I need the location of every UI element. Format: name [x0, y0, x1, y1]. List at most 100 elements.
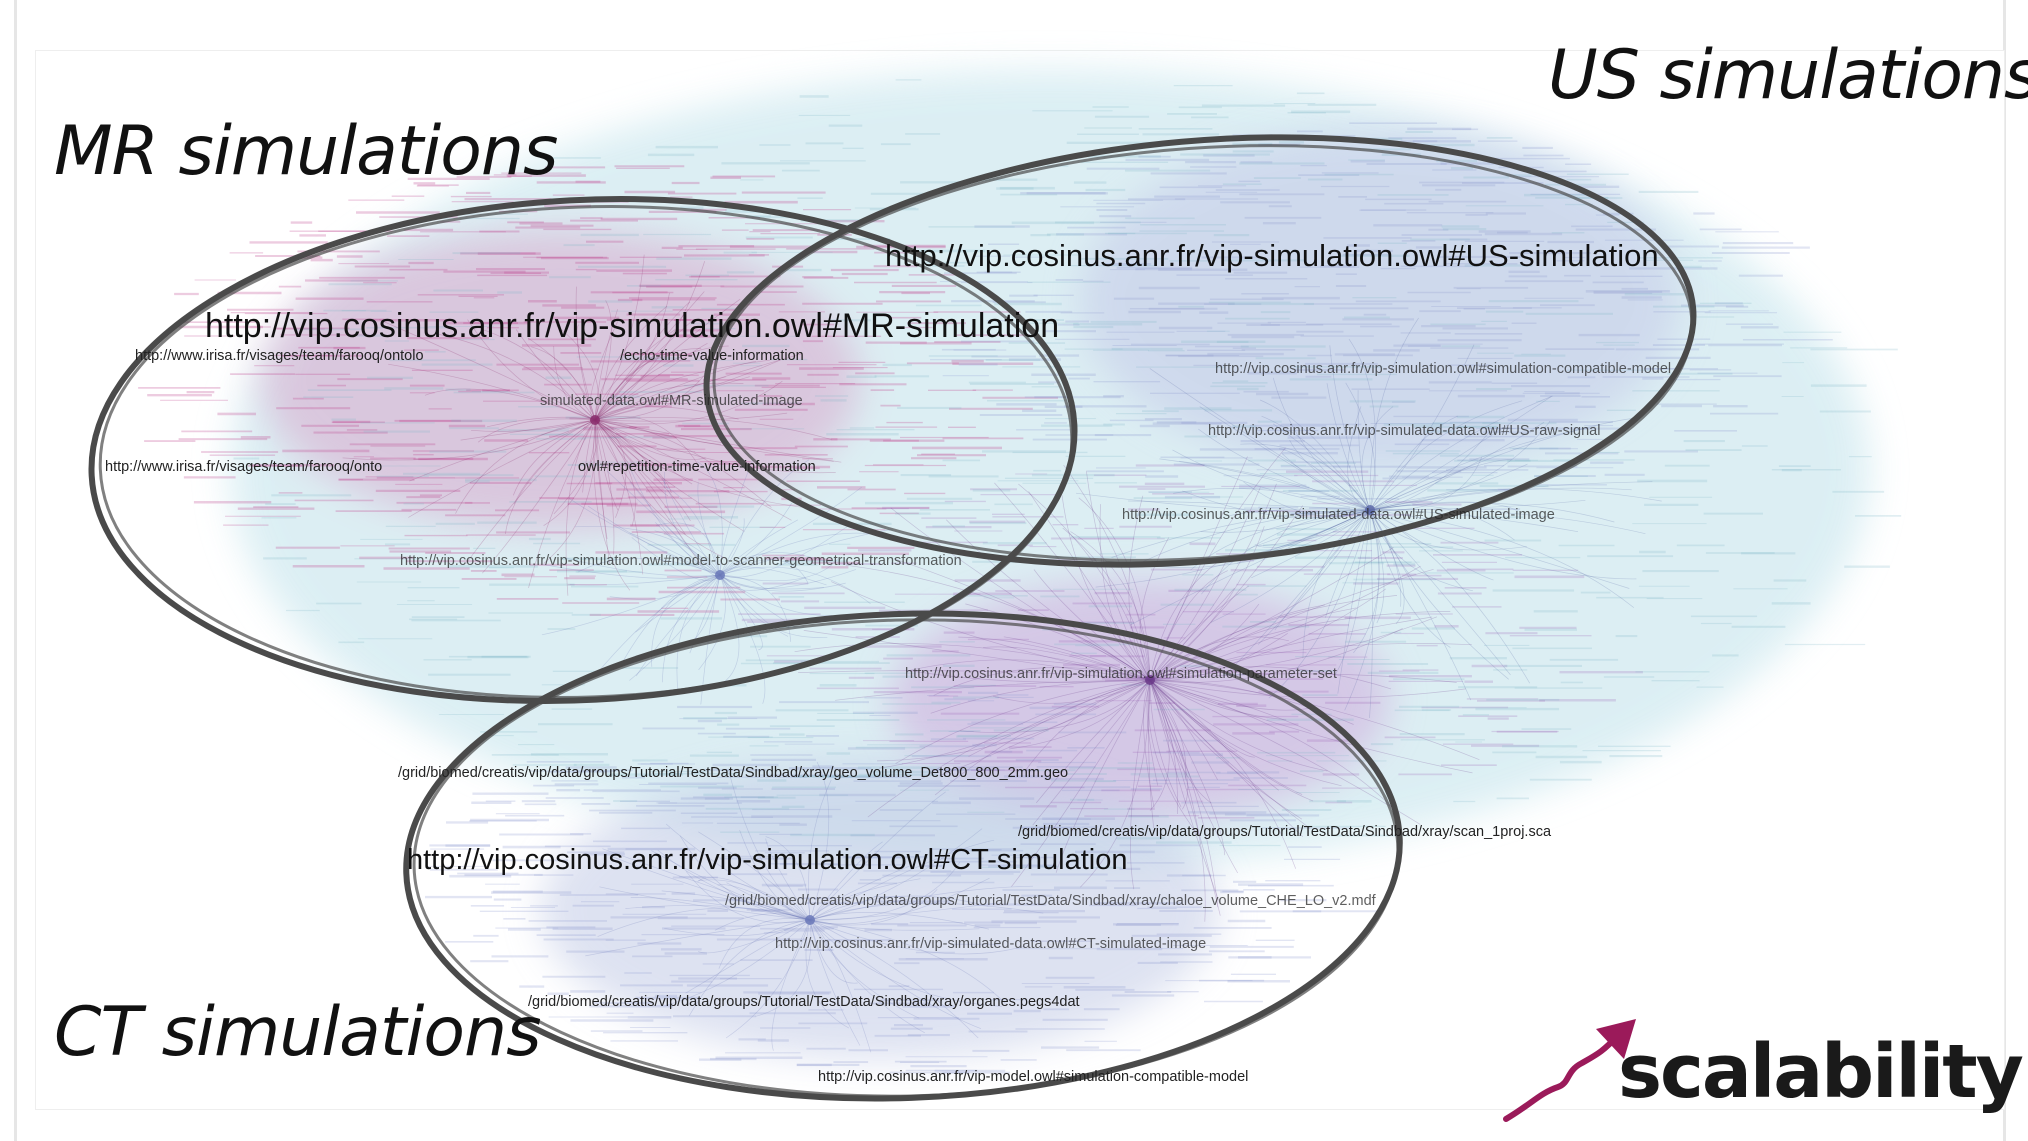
graph-hub-edge: [543, 419, 596, 564]
graph-hub-edge: [379, 319, 596, 421]
graph-hub-edge: [1198, 428, 1371, 511]
graph-hub-edge: [1075, 492, 1371, 512]
graph-hub-edge: [594, 320, 693, 421]
graph-hub-edge: [739, 829, 811, 921]
graph-hub-edge: [1149, 604, 1325, 681]
graph-hub-edge: [809, 885, 1034, 921]
graph-hub-edge: [1033, 569, 1151, 681]
graph-hub-edge: [664, 471, 721, 576]
graph-hub-edge: [794, 643, 1151, 681]
graph-hub-edge: [765, 836, 811, 921]
graph-hub-edge: [1149, 679, 1212, 804]
graph-hub-edge: [612, 856, 811, 921]
graph-hub-edge: [809, 889, 938, 926]
graph-hub-edge: [1369, 487, 1632, 511]
graph-hub-edge: [1369, 395, 1553, 511]
graph-hub-edge: [719, 559, 809, 584]
graph-hub-edge: [594, 345, 723, 421]
graph-hub-edge: [1369, 509, 1630, 589]
graph-hub-edge: [1257, 509, 1371, 547]
graph-hub-edge: [1302, 509, 1371, 659]
graph-hub-edge: [1149, 587, 1235, 681]
graph-hub-edge: [1036, 679, 1151, 804]
graph-hub-edge: [1159, 458, 1371, 511]
graph-hub-edge: [698, 879, 811, 921]
graph-hub-edge: [719, 569, 857, 589]
graph-hub-edge: [809, 877, 990, 925]
graph-hub-edge: [543, 419, 596, 526]
graph-hub-edge: [594, 412, 788, 422]
graph-hub-edge: [1149, 673, 1457, 683]
graph-hub-edge: [676, 574, 721, 693]
graph-hub-edge: [594, 419, 836, 474]
graph-hub-edge: [553, 419, 599, 515]
graph-hub-edge: [594, 419, 668, 497]
node-label-ct-organes: /grid/biomed/creatis/vip/data/groups/Tut…: [528, 994, 1080, 1010]
graph-hub-edge: [479, 328, 596, 421]
ct-cloud: [540, 760, 1220, 1060]
graph-hub-edge: [656, 522, 721, 576]
graph-hub-edge: [906, 669, 1151, 683]
graph-hub-edge: [719, 574, 789, 637]
graph-hub-edge: [599, 886, 811, 921]
graph-hub-edge: [1130, 679, 1151, 890]
graph-hub-edge: [1149, 633, 1288, 681]
graph-hub-edge: [594, 329, 676, 421]
graph-hub-edge: [629, 532, 721, 576]
graph-hub-edge: [665, 486, 721, 576]
graph-hub-edge: [934, 679, 1151, 796]
graph-hub-edge: [1369, 426, 1596, 511]
graph-hub-edge: [717, 884, 811, 921]
graph-hub-edge: [1149, 679, 1221, 905]
graph-hub-edge: [960, 679, 1151, 733]
graph-hub-edge: [1149, 666, 1392, 690]
graph-hub-edge: [698, 574, 726, 671]
graph-hub-edge: [1369, 417, 1635, 511]
graph-hub-edge: [809, 862, 961, 921]
graph-hub-edge: [541, 574, 721, 636]
graph-hub-edge: [835, 679, 1151, 701]
graph-hub-edge: [651, 850, 811, 921]
graph-hub-edge: [809, 864, 912, 921]
graph-hub-edge: [1028, 491, 1151, 681]
graph-hub-edge: [1149, 679, 1314, 802]
graph-hub-edge: [939, 679, 1151, 776]
graph-hub-edge: [1201, 509, 1371, 595]
graph-hub-edge: [809, 919, 920, 1019]
us-ellipse-second-stroke: [712, 144, 1694, 562]
graph-hub-edge: [594, 348, 702, 421]
graph-hub-edge: [1278, 448, 1371, 511]
node-label-mr-simulated-image: simulated-data.owl#MR-simulated-image: [540, 393, 803, 409]
graph-hub-edge: [1149, 611, 1451, 681]
graph-hub-edge: [1143, 679, 1155, 808]
graph-hub-edge: [662, 574, 721, 683]
graph-hub-edge: [1024, 679, 1151, 772]
graph-hub-edge: [1369, 505, 1515, 541]
graph-hub-edge: [594, 419, 608, 540]
graph-hub-edge: [1369, 456, 1483, 511]
graph-hub-edge: [719, 552, 826, 576]
graph-hub-edge: [1018, 483, 1151, 681]
graph-hub-edge: [1149, 679, 1239, 874]
graph-hub-edge: [1369, 415, 1458, 511]
graph-hub-edge: [597, 907, 811, 937]
graph-hub-edge: [594, 419, 834, 462]
ct-simulations-title: CT simulations: [54, 993, 542, 1072]
graph-hub-edge: [1261, 415, 1371, 511]
graph-hub-edge: [594, 419, 691, 522]
graph-hub-edge: [1347, 406, 1371, 511]
graph-hub-edge: [594, 292, 670, 421]
graph-hub-edge: [1369, 458, 1512, 511]
graph-hub-edge: [1229, 509, 1371, 671]
graph-hub-edge: [1149, 568, 1434, 681]
graph-hub-edge: [719, 574, 740, 684]
graph-hub-edge: [719, 574, 824, 590]
graph-hub-edge: [512, 419, 596, 496]
graph-hub-edge: [1369, 509, 1405, 624]
graph-hub-edge: [809, 919, 861, 1046]
graph-hub-edge: [765, 838, 811, 921]
graph-hub-edge: [1329, 345, 1371, 511]
graph-hub-edge: [657, 849, 811, 921]
graph-hub-edge: [1070, 531, 1151, 681]
graph-hub-edge: [576, 324, 596, 421]
